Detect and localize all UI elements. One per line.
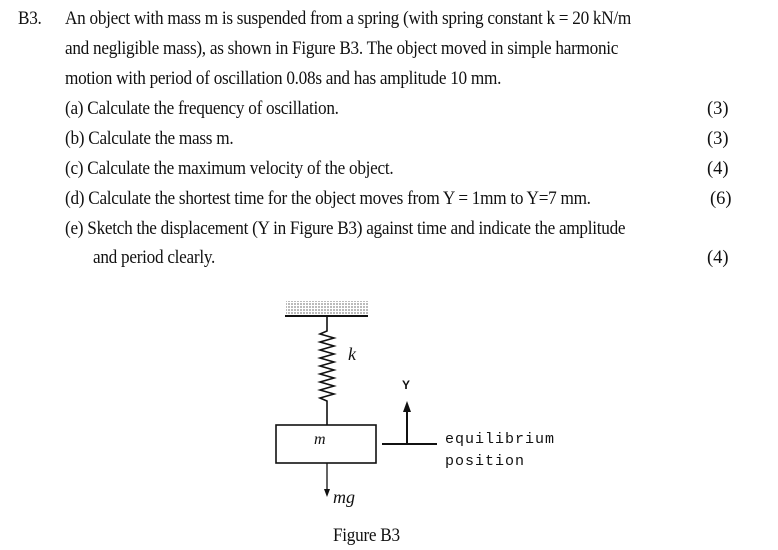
part-a-marks: (3) (707, 99, 729, 119)
intro-line-2: and negligible mass), as shown in Figure… (65, 39, 619, 59)
y-arrowhead (403, 401, 411, 412)
part-a: (a) Calculate the frequency of oscillati… (65, 99, 339, 119)
question-number: B3. (18, 9, 42, 29)
part-b: (b) Calculate the mass m. (65, 129, 234, 149)
part-b-marks: (3) (707, 129, 729, 149)
part-e-marks: (4) (707, 248, 729, 268)
equilibrium-label: equilibrium (445, 431, 556, 448)
part-c: (c) Calculate the maximum velocity of th… (65, 159, 394, 179)
weight-arrowhead (324, 489, 330, 497)
figure-caption: Figure B3 (333, 526, 400, 546)
ceiling-hatch (286, 301, 368, 315)
y-label: Y (402, 378, 411, 392)
intro-line-1: An object with mass m is suspended from … (65, 9, 632, 29)
mass-block (275, 424, 377, 464)
part-c-marks: (4) (707, 159, 729, 179)
part-d-marks: (6) (710, 189, 732, 209)
intro-line-3: motion with period of oscillation 0.08s … (65, 69, 502, 89)
position-label: position (445, 453, 526, 470)
part-d: (d) Calculate the shortest time for the … (65, 189, 591, 209)
spring-constant-label: k (348, 344, 356, 364)
part-e-continuation: and period clearly. (93, 248, 216, 268)
part-e: (e) Sketch the displacement (Y in Figure… (65, 219, 626, 239)
mass-label: m (314, 431, 326, 448)
weight-label: mg (333, 487, 355, 507)
spring (317, 316, 337, 425)
